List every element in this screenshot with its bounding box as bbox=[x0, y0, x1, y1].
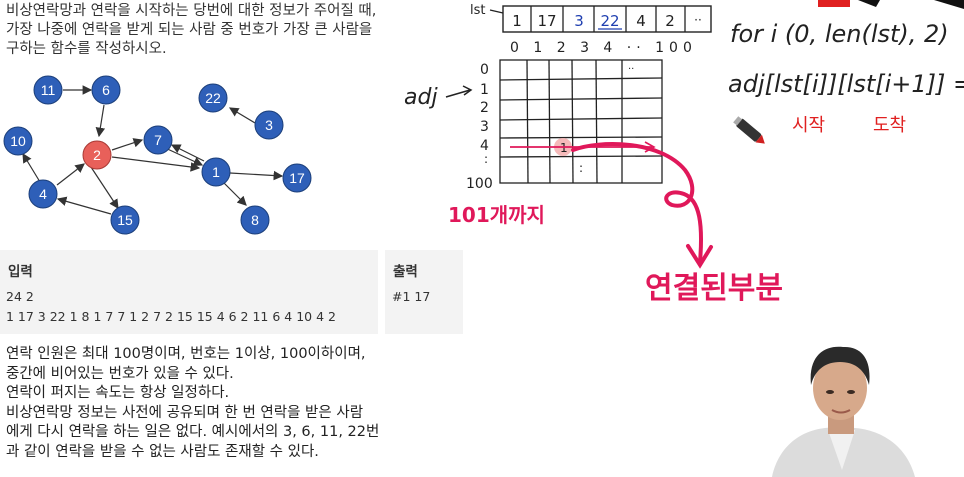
node-label: 22 bbox=[205, 90, 221, 106]
lst-cell: 3 bbox=[574, 12, 584, 30]
presenter-video bbox=[772, 346, 915, 477]
code-line-adj: adj[lst[i]][lst[i+1]] = 1 bbox=[728, 70, 964, 98]
note-line: 중간에 비어있는 번호가 있을 수 있다. bbox=[6, 365, 234, 382]
node-label: 17 bbox=[289, 170, 305, 186]
row-label: 3 bbox=[480, 119, 489, 135]
graph-node: 17 bbox=[282, 163, 312, 193]
connected-note: 연결된부분 bbox=[645, 271, 783, 306]
note-line: 과 같이 연락을 받을 수 없는 사람도 존재할 수 있다. bbox=[6, 443, 319, 460]
graph-node: 6 bbox=[91, 75, 121, 105]
svg-text::: : bbox=[484, 152, 488, 166]
graph-node: 8 bbox=[240, 205, 270, 235]
problem-line: 가장 나중에 연락을 받게 되는 사람 중 번호가 가장 큰 사람을 bbox=[6, 22, 373, 38]
note-line: 에게 다시 연락을 하는 일은 없다. 예시에서의 3, 6, 11, 22번 bbox=[6, 424, 380, 440]
row-label: 2 bbox=[480, 100, 489, 116]
svg-text::: : bbox=[579, 161, 583, 175]
adj-grid bbox=[499, 59, 663, 184]
graph-node: 22 bbox=[198, 83, 228, 113]
output-heading: 출력 bbox=[393, 264, 418, 280]
limit-note: 101개까지 bbox=[448, 203, 545, 227]
problem-line: 구하는 함수를 작성하시오. bbox=[6, 41, 167, 57]
code-line-for: for i (0, len(lst), 2) bbox=[730, 20, 949, 48]
lst-cell: 4 bbox=[636, 12, 646, 30]
arrive-label: 도착 bbox=[873, 115, 906, 136]
row-label: 100 bbox=[466, 176, 493, 192]
output-line: #1 17 bbox=[392, 289, 431, 304]
note-line: 연락이 퍼지는 속도는 항상 일정하다. bbox=[6, 385, 230, 401]
array-indices: 0 1 2 3 4 ·· 100 bbox=[510, 40, 697, 56]
pen-icon bbox=[733, 116, 765, 144]
input-line: 24 2 bbox=[6, 289, 34, 304]
graph-node: 11 bbox=[33, 75, 63, 105]
input-heading: 입력 bbox=[8, 264, 33, 280]
node-label: 8 bbox=[251, 212, 259, 228]
node-label: 2 bbox=[93, 147, 101, 163]
graph-node: 10 bbox=[3, 126, 33, 156]
problem-statement: 비상연락망과 연락을 시작하는 당번에 대한 정보가 주어질 때, 가장 나중에… bbox=[6, 2, 476, 59]
node-label: 1 bbox=[212, 164, 220, 180]
node-label: 6 bbox=[102, 82, 110, 98]
output-panel: 출력 #1 17 bbox=[385, 250, 463, 334]
lst-cell: 2 bbox=[665, 12, 675, 30]
note-line: 연락 인원은 최대 100명이며, 번호는 1이상, 100이하이며, bbox=[6, 346, 366, 362]
grid-dots: ·· bbox=[628, 64, 634, 75]
graph-node: 4 bbox=[28, 179, 58, 209]
adj-label: adj bbox=[404, 85, 438, 110]
lst-cell: 1 bbox=[512, 12, 522, 30]
row-label: 1 bbox=[480, 82, 489, 98]
lst-cell: ·· bbox=[694, 13, 702, 27]
lst-cell: 22 bbox=[600, 12, 619, 30]
dark-mark bbox=[934, 0, 964, 9]
row-label: 0 bbox=[480, 62, 489, 78]
problem-notes: 연락 인원은 최대 100명이며, 번호는 1이상, 100이하이며, 중간에 … bbox=[6, 345, 379, 462]
input-panel: 입력 24 2 1 17 3 22 1 8 1 7 7 1 2 7 2 15 1… bbox=[0, 250, 378, 334]
connect-arrow bbox=[571, 142, 704, 264]
input-line: 1 17 3 22 1 8 1 7 7 1 2 7 2 15 15 4 6 2 … bbox=[6, 309, 336, 324]
graph-node: 7 bbox=[143, 125, 173, 155]
lst-array: 1 17 3 22 4 2 ·· bbox=[502, 5, 712, 33]
graph-node: 3 bbox=[254, 110, 284, 140]
node-label: 11 bbox=[41, 82, 56, 98]
problem-line: 비상연락망과 연락을 시작하는 당번에 대한 정보가 주어질 때, bbox=[6, 3, 377, 19]
node-label: 10 bbox=[10, 133, 26, 149]
graph-node-highlight: 2 bbox=[82, 140, 112, 170]
start-label: 시작 bbox=[792, 115, 825, 136]
red-mark bbox=[818, 0, 850, 7]
lst-cell: 17 bbox=[537, 12, 556, 30]
dark-mark bbox=[858, 0, 880, 7]
lst-label: lst bbox=[470, 3, 485, 18]
note-line: 비상연락망 정보는 사전에 공유되며 한 번 연락을 받은 사람 bbox=[6, 404, 364, 421]
row-labels: 0 1 2 3 4 100 bbox=[466, 62, 493, 192]
graph-node: 1 bbox=[201, 157, 231, 187]
node-label: 15 bbox=[117, 212, 133, 228]
node-label: 7 bbox=[154, 132, 162, 148]
node-label: 3 bbox=[265, 117, 273, 133]
node-label: 4 bbox=[39, 186, 47, 202]
contact-graph: 11 6 22 3 10 2 7 1 17 4 15 8 bbox=[3, 75, 312, 235]
graph-node: 15 bbox=[110, 205, 140, 235]
svg-text:1: 1 bbox=[560, 141, 568, 155]
row-label: 4 bbox=[480, 138, 489, 154]
